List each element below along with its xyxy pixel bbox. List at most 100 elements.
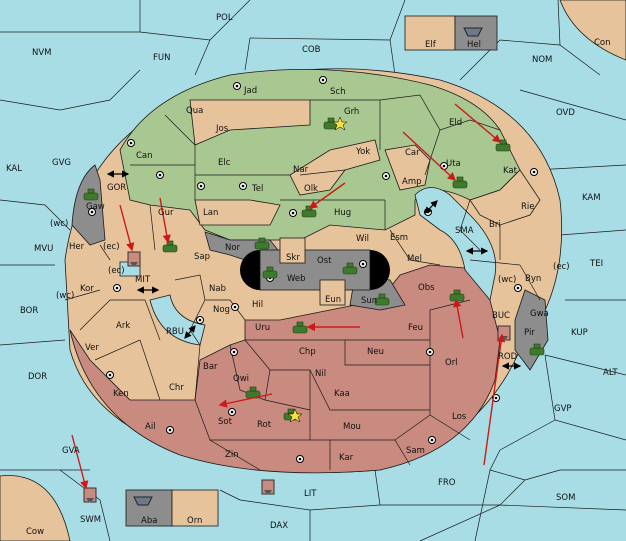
- label-lan: Lan: [203, 208, 218, 218]
- tank-icon: [452, 176, 468, 189]
- province-gaw[interactable]: [71, 164, 106, 246]
- label-tei: TEI: [589, 259, 603, 269]
- label-ec3: (ec): [108, 266, 125, 276]
- label-can: Can: [136, 151, 153, 161]
- sea-sma: [414, 187, 497, 301]
- label-ken: Ken: [113, 389, 129, 399]
- province-skr[interactable]: [279, 237, 306, 264]
- province-amp[interactable]: [384, 144, 431, 191]
- order-arrows: [71, 103, 506, 490]
- label-chp: Chp: [299, 347, 316, 357]
- province-borders: [64, 94, 541, 471]
- tank-icon: [374, 293, 390, 306]
- label-orl: Orl: [445, 358, 458, 368]
- label-mel: Mel: [407, 254, 422, 264]
- label-mvu: MVU: [34, 244, 53, 254]
- label-wc3: (wc): [56, 291, 74, 301]
- tank-icon: [529, 343, 545, 356]
- label-kor: Kor: [80, 284, 94, 294]
- label-kup: KUP: [571, 328, 588, 338]
- tank-icon: [245, 386, 261, 399]
- label-feu: Feu: [408, 323, 423, 333]
- label-ver: Ver: [85, 343, 99, 353]
- label-amp: Amp: [402, 177, 422, 187]
- label-eld: Eld: [449, 118, 462, 128]
- label-lit: LIT: [304, 489, 317, 499]
- province-orn[interactable]: [171, 489, 219, 527]
- province-aba[interactable]: [125, 489, 173, 527]
- label-fun: FUN: [153, 53, 170, 63]
- ship-icon: [133, 496, 153, 506]
- label-sot: Sot: [218, 417, 233, 427]
- province-eun[interactable]: [319, 279, 346, 306]
- label-kal: KAL: [6, 164, 22, 174]
- label-sun: Sun: [361, 296, 377, 306]
- label-car: Car: [405, 148, 420, 158]
- label-bor: BOR: [20, 306, 38, 316]
- ship-icon: [261, 479, 275, 495]
- label-gvp: GVP: [554, 404, 572, 414]
- label-gvg: GVG: [52, 158, 71, 168]
- label-kaa: Kaa: [334, 389, 350, 399]
- label-alt: ALT: [603, 368, 618, 378]
- label-cow: Cow: [26, 527, 44, 537]
- label-orn: Orn: [187, 516, 202, 526]
- label-swm: SWM: [80, 515, 101, 525]
- label-sam: Sam: [406, 446, 425, 456]
- label-rod: ROD: [498, 352, 518, 362]
- label-yok: Yok: [355, 147, 370, 157]
- label-gaw: Gaw: [86, 202, 105, 212]
- label-uta: Uta: [446, 159, 461, 169]
- label-elf: Elf: [425, 40, 437, 50]
- label-bar: Bar: [203, 362, 218, 372]
- label-pir: Pir: [524, 328, 535, 338]
- province-elf[interactable]: [404, 15, 456, 51]
- label-nar: Nar: [293, 165, 309, 175]
- province-lan[interactable]: [194, 199, 281, 226]
- label-hug: Hug: [334, 208, 351, 218]
- label-nom: NOM: [532, 55, 552, 65]
- label-chr: Chr: [169, 383, 184, 393]
- province-nar[interactable]: [289, 139, 381, 196]
- label-sch: Sch: [330, 87, 345, 97]
- label-rot: Rot: [257, 420, 272, 430]
- label-gva: GVA: [62, 446, 80, 456]
- label-ec1: (ec): [103, 242, 120, 252]
- label-web: Web: [287, 274, 306, 284]
- label-ail: Ail: [145, 422, 156, 432]
- label-obs: Obs: [418, 283, 435, 293]
- ship-icon: [127, 251, 141, 267]
- tank-icon: [262, 266, 278, 279]
- label-rie: Rie: [521, 202, 535, 212]
- label-grh: Grh: [344, 107, 359, 117]
- label-ost: Ost: [317, 256, 332, 266]
- ship-icon: [497, 325, 511, 341]
- label-zin: Zin: [225, 450, 239, 460]
- label-dax: DAX: [270, 521, 288, 531]
- label-gur: Gur: [158, 208, 174, 218]
- label-eun: Eun: [325, 295, 341, 305]
- label-nvm: NVM: [32, 48, 52, 58]
- label-gwa: Gwa: [530, 309, 549, 319]
- label-her: Her: [69, 242, 85, 252]
- tank-icon: [292, 321, 308, 334]
- label-gor: GOR: [107, 183, 126, 193]
- label-tel: Tel: [251, 184, 263, 194]
- label-qwi: Qwi: [233, 374, 249, 384]
- tank-icon: [342, 262, 358, 275]
- label-dor: DOR: [28, 372, 47, 382]
- label-sap: Sap: [194, 252, 210, 262]
- label-byn: Byn: [525, 274, 541, 284]
- label-wc2: (wc): [498, 275, 516, 285]
- label-cob: COB: [302, 45, 321, 55]
- label-qua: Qua: [186, 106, 203, 116]
- label-kar: Kar: [339, 453, 354, 463]
- label-ec2: (ec): [553, 262, 570, 272]
- tank-icon: [83, 188, 99, 201]
- ship-icon: [83, 487, 97, 503]
- label-kat: Kat: [503, 166, 518, 176]
- label-som: SOM: [556, 493, 575, 503]
- label-aba: Aba: [141, 516, 157, 526]
- province-rie[interactable]: [469, 169, 541, 226]
- connector-arrows: [106, 170, 522, 370]
